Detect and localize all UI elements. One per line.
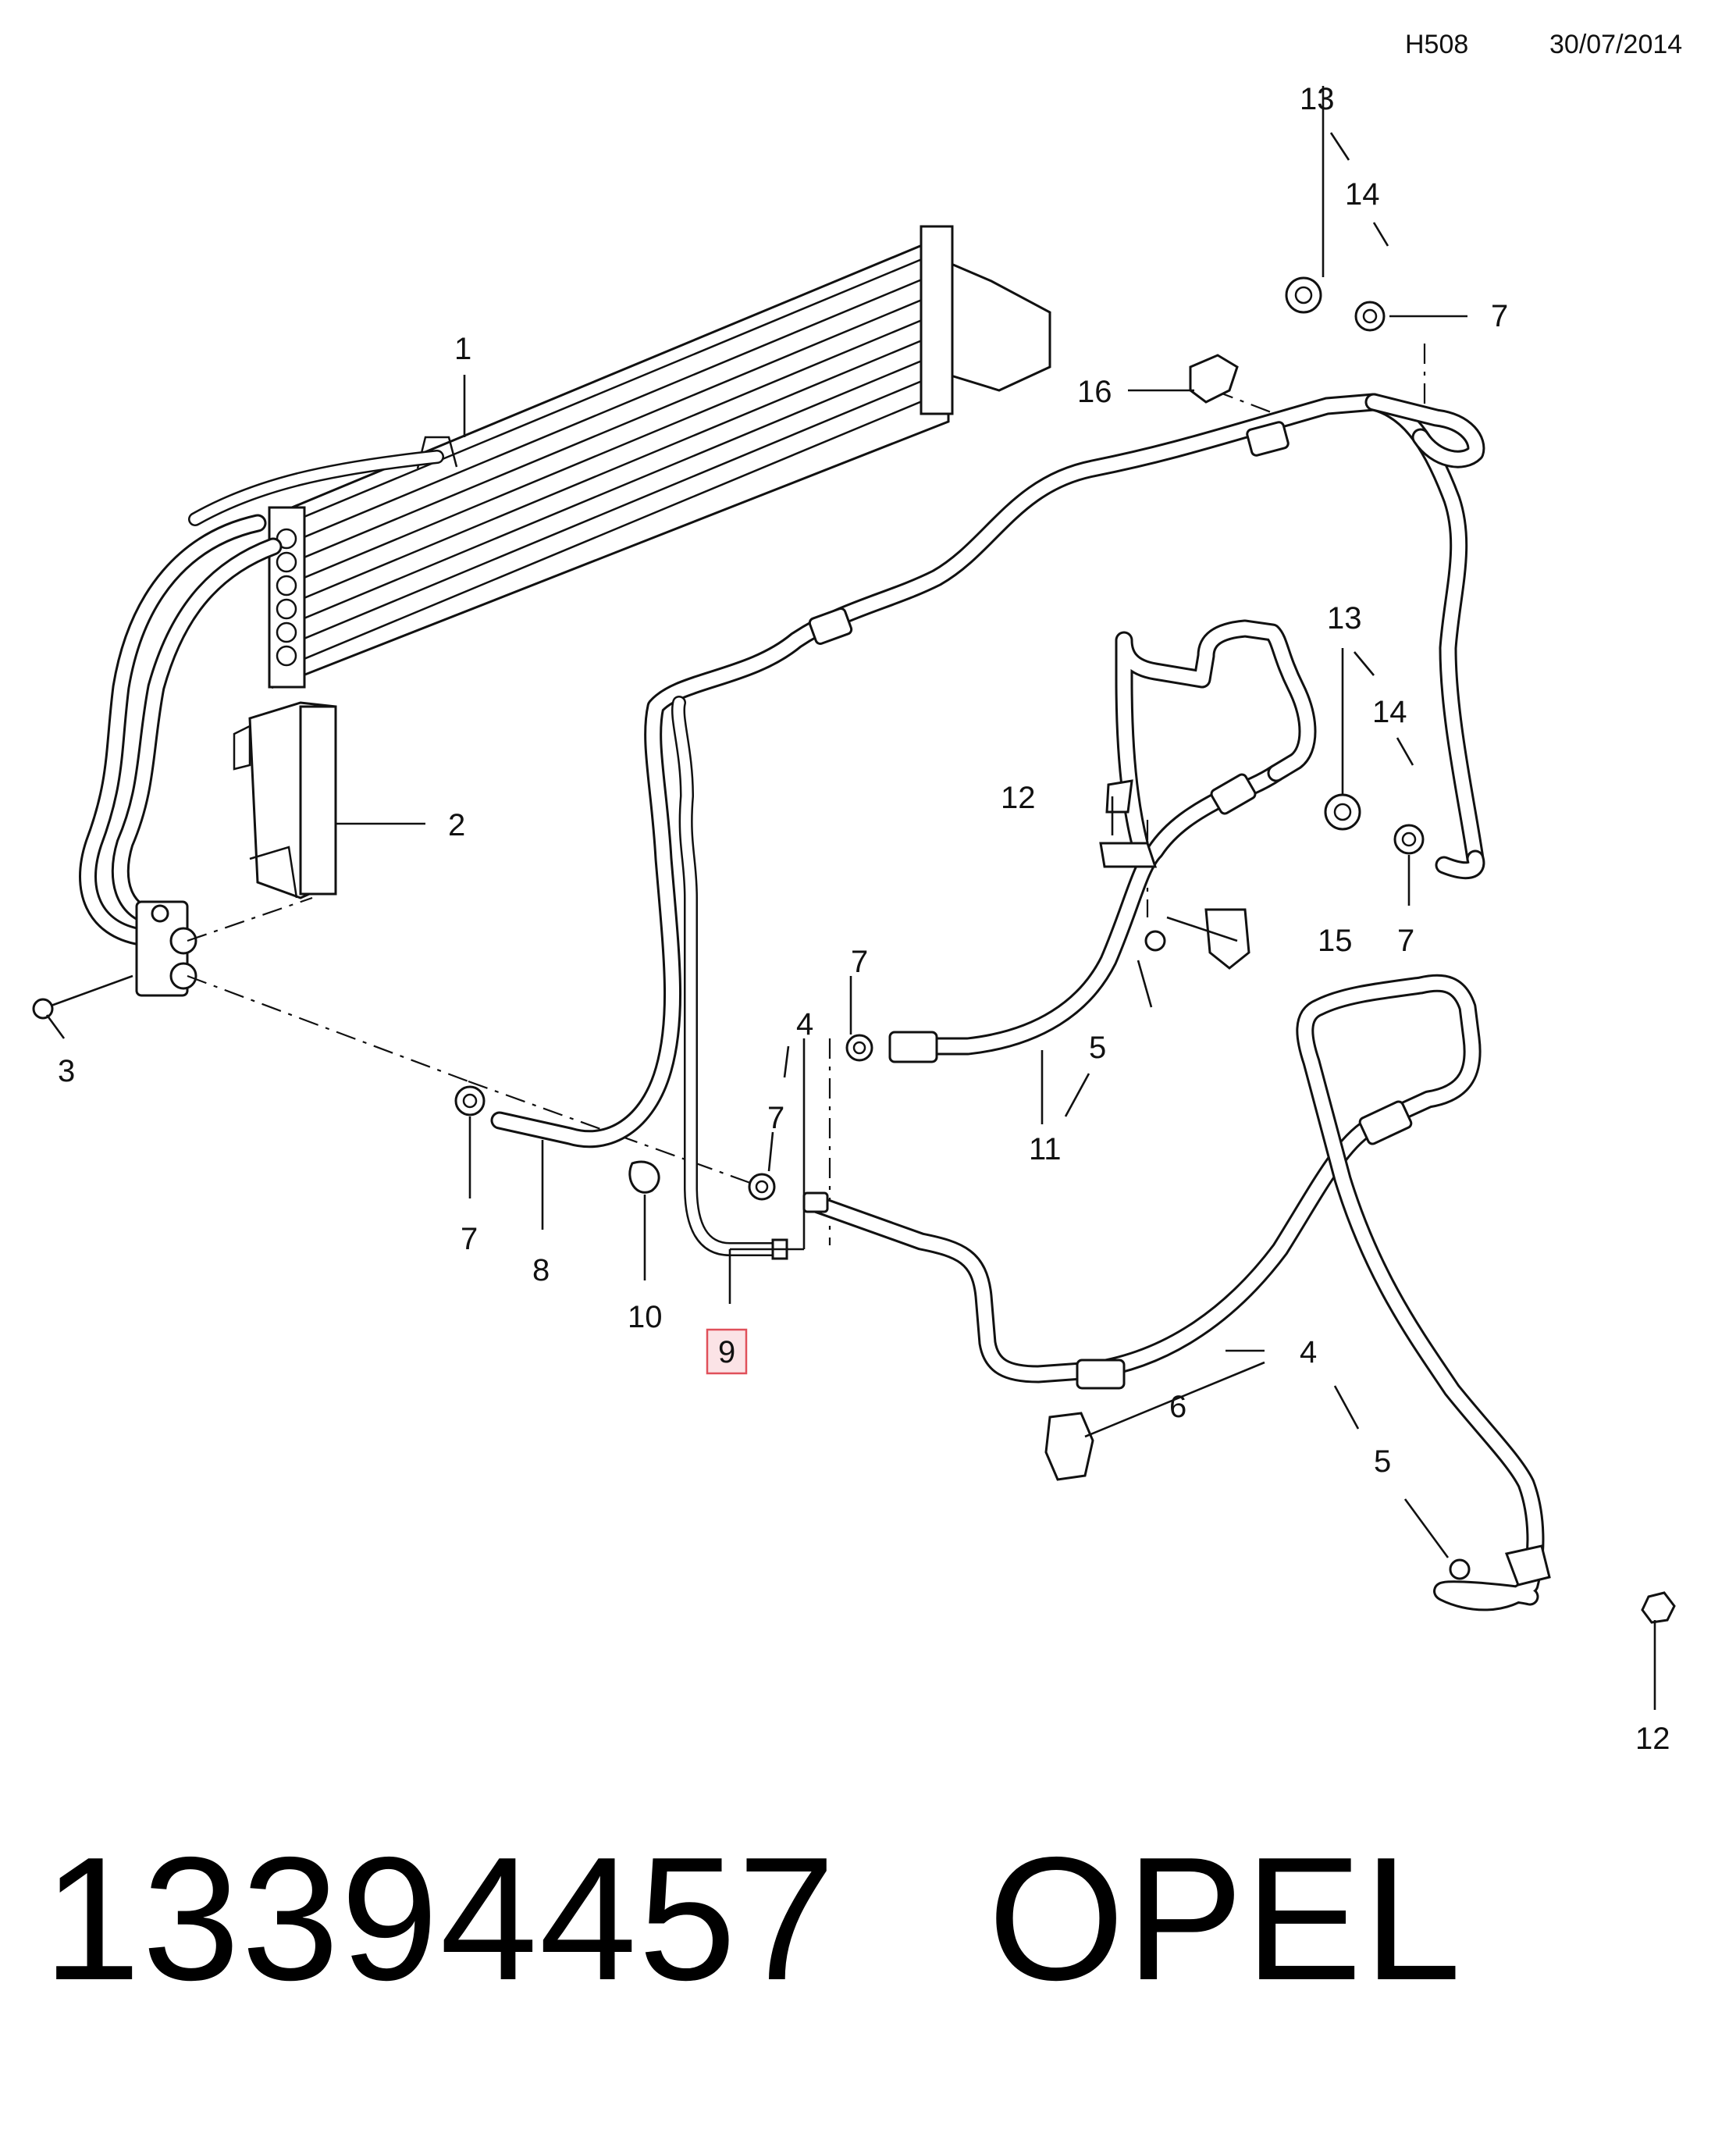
callout-15: 15 [1318,924,1353,958]
callout-7-d: 7 [767,1101,784,1135]
callout-16: 16 [1077,375,1112,409]
callout-9-highlight-box [706,1328,748,1375]
callout-13-b: 13 [1327,601,1362,636]
callout-14-a: 14 [1345,177,1380,212]
clip-15 [1204,908,1250,970]
callout-1: 1 [454,332,471,366]
nuts-and-washers [454,276,1676,1624]
callout-9: 9 [718,1335,735,1369]
diagram-code: H508 [1405,30,1468,59]
callout-14-b: 14 [1372,695,1407,729]
callout-6: 6 [1169,1390,1186,1424]
clip-16 [1189,354,1239,404]
callout-7-e: 7 [461,1222,478,1256]
callout-4-a: 4 [796,1007,813,1042]
leader-lines [45,86,1656,1710]
feed-pipe-4 [802,974,1545,1611]
callout-5-b: 5 [1374,1444,1391,1479]
cooler-bracket [233,701,337,899]
part-number: 13394457 [43,1820,838,2017]
callout-8: 8 [532,1253,550,1287]
callout-12-a: 12 [1001,781,1036,815]
pipe-11 [888,619,1317,1063]
callout-10: 10 [628,1300,663,1334]
callout-labels: 1 2 3 4 4 4 5 5 6 7 7 7 7 7 7 8 9 10 11 … [58,82,1670,1756]
return-pipe-8 [490,393,1485,1149]
callout-13-a: 13 [1300,82,1335,116]
connector-block [135,900,197,997]
callout-3: 3 [58,1054,75,1088]
pipe-9 [671,696,788,1260]
callout-7-c: 7 [851,945,868,979]
clip-10 [628,1160,660,1194]
callout-11: 11 [1029,1132,1062,1166]
diagram-date: 30/07/2014 [1549,30,1682,59]
callout-12-b: 12 [1635,1722,1670,1756]
oil-cooler-radiator [79,225,1051,946]
brand-name: OPEL [987,1820,1463,2017]
callout-4-b: 4 [1300,1335,1317,1369]
callout-2: 2 [448,808,465,842]
callout-7-a: 7 [1491,299,1508,333]
callout-5-a: 5 [1089,1031,1106,1065]
screw-3 [32,974,133,1020]
part-number-footer: 13394457 OPEL [43,1831,1463,2007]
callout-7-b: 7 [1397,924,1414,958]
clip-6 [1044,1412,1094,1481]
